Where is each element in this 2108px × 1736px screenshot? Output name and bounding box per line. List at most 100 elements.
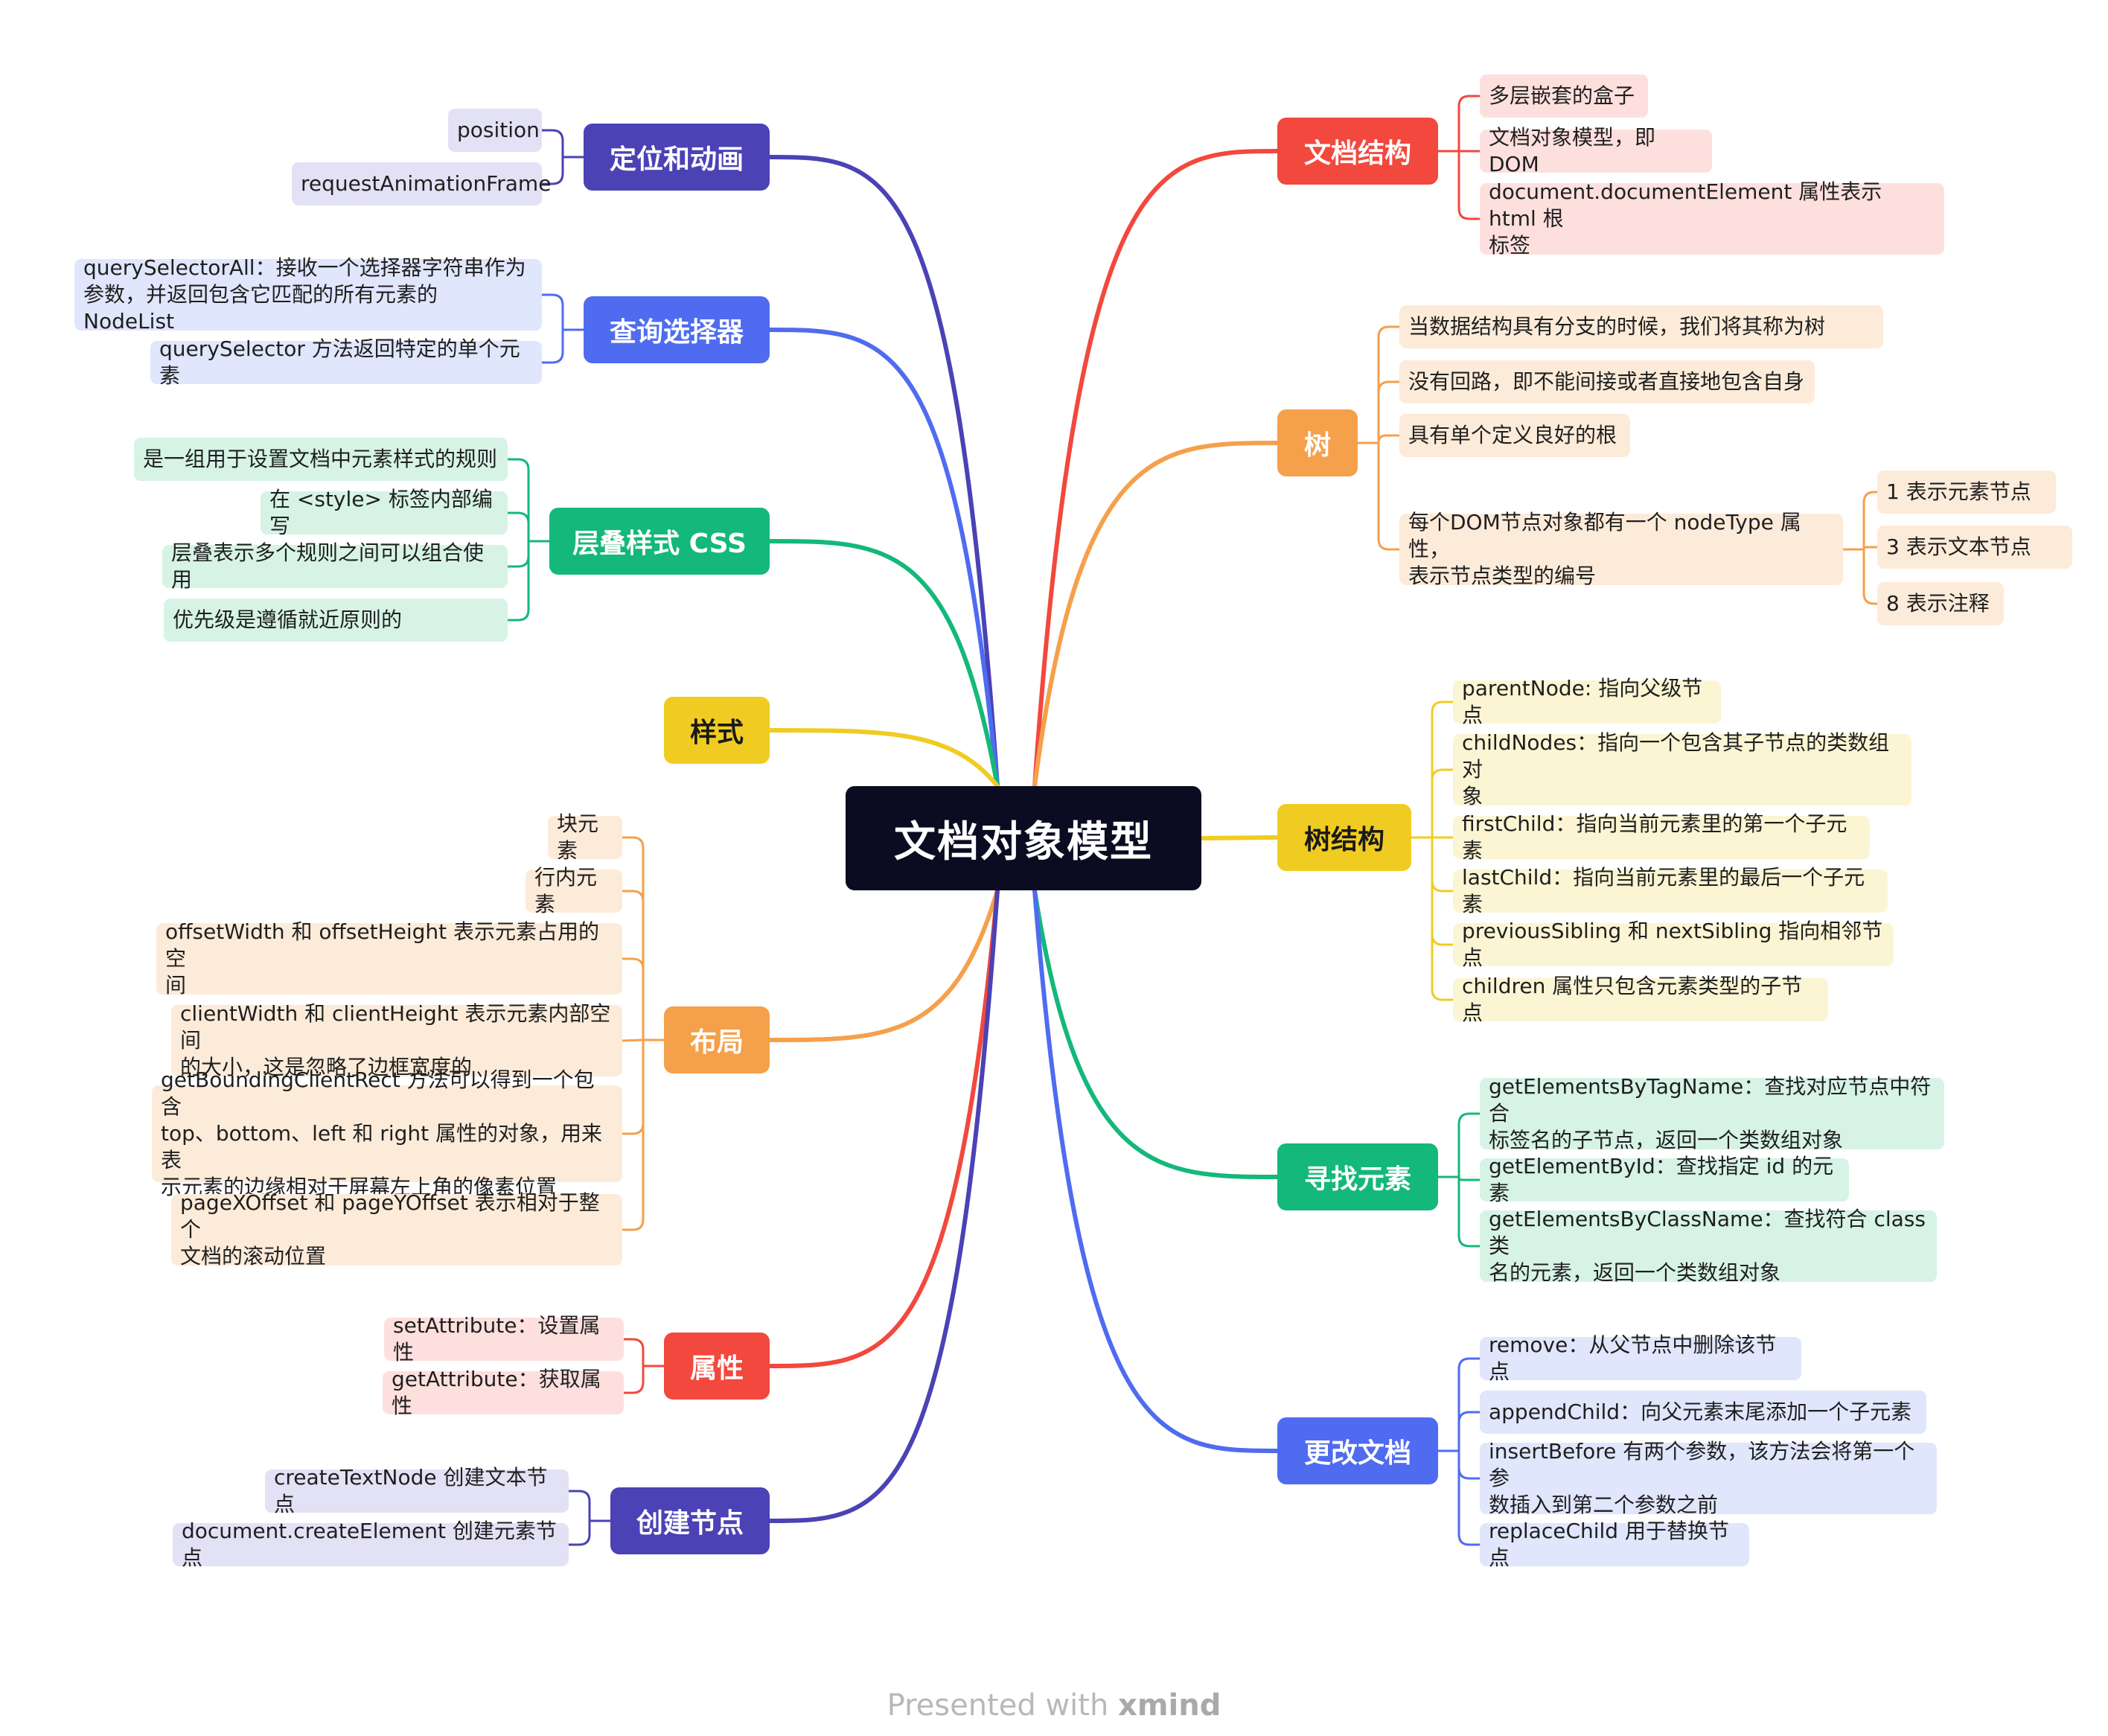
branch-layout[interactable]: 布局 <box>664 1006 770 1073</box>
topic-doc-structure-2-text: document.documentElement 属性表示 html 根 标签 <box>1489 179 1882 258</box>
topic-create-nodes-0-text: createTextNode 创建文本节点 <box>274 1465 548 1516</box>
branch-style[interactable]: 样式 <box>664 697 770 764</box>
topic-attributes-1-text: getAttribute：获取属性 <box>392 1367 601 1418</box>
topic-tree-1-text: 没有回路，即不能间接或者直接地包含自身 <box>1408 369 1805 394</box>
topic-doc-structure-1[interactable]: 文档对象模型，即DOM <box>1480 125 1712 176</box>
topic-css-2-text: 层叠表示多个规则之间可以组合使用 <box>171 540 485 592</box>
topic-css-2[interactable]: 层叠表示多个规则之间可以组合使用 <box>162 540 508 592</box>
branch-modify-doc[interactable]: 更改文档 <box>1277 1417 1438 1484</box>
branch-modify-doc-label: 更改文档 <box>1303 1438 1411 1469</box>
connector-line <box>767 728 1000 788</box>
connector-line <box>1457 1411 1481 1452</box>
connector-line <box>621 957 645 1041</box>
branch-css[interactable]: 层叠样式 CSS <box>549 508 770 575</box>
subtopic-tree-3-2-text: 8 表示注释 <box>1886 591 1990 616</box>
branch-layout-label: 布局 <box>689 1027 744 1058</box>
topic-attributes-1[interactable]: getAttribute：获取属性 <box>383 1367 624 1418</box>
branch-create-nodes[interactable]: 创建节点 <box>610 1487 770 1554</box>
topic-modify-doc-1[interactable]: appendChild：向父元素末尾添加一个子元素 <box>1480 1391 1926 1434</box>
connector-line <box>506 540 530 568</box>
topic-tree-structure-4[interactable]: previousSibling 和 nextSibling 指向相邻节点 <box>1453 919 1894 970</box>
topic-modify-doc-0[interactable]: remove：从父节点中删除该节点 <box>1480 1333 1801 1384</box>
topic-find-elements-1[interactable]: getElementById：查找指定 id 的元素 <box>1480 1154 1849 1205</box>
subtopic-tree-3-0[interactable]: 1 表示元素节点 <box>1877 470 2056 514</box>
topic-position-animation-0[interactable]: position <box>448 109 542 152</box>
topic-position-animation-0-text: position <box>457 118 540 142</box>
connector-line <box>1431 836 1454 1001</box>
topic-attributes-0[interactable]: setAttribute：设置属性 <box>384 1313 624 1365</box>
topic-query-selector-0[interactable]: querySelectorAll：接收一个选择器字符串作为 参数，并返回包含它匹… <box>74 255 542 334</box>
topic-tree-3[interactable]: 每个DOM节点对象都有一个 nodeType 属性， 表示节点类型的编号 <box>1399 510 1843 588</box>
topic-layout-0-text: 块元素 <box>557 811 599 863</box>
topic-modify-doc-2[interactable]: insertBefore 有两个参数，该方法会将第一个参 数插入到第二个参数之前 <box>1480 1439 1937 1517</box>
connector-line <box>621 836 645 1041</box>
branch-find-elements[interactable]: 寻找元素 <box>1277 1143 1438 1210</box>
topic-layout-2[interactable]: offsetWidth 和 offsetHeight 表示元素占用的空 间 <box>156 919 622 998</box>
topic-find-elements-0[interactable]: getElementsByTagName：查找对应节点中符合 标签名的子节点，返… <box>1480 1074 1944 1152</box>
topic-query-selector-1[interactable]: querySelector 方法返回特定的单个元素 <box>150 336 542 388</box>
branch-tree[interactable]: 树 <box>1277 409 1358 476</box>
topic-tree-structure-3[interactable]: lastChild：指向当前元素里的最后一个子元素 <box>1453 865 1888 916</box>
connector-line <box>1457 1175 1481 1248</box>
connector-line <box>767 888 1000 1042</box>
connector-line <box>621 1038 645 1042</box>
topic-tree-structure-0[interactable]: parentNode: 指向父级节点 <box>1453 676 1721 727</box>
topic-tree-structure-1[interactable]: childNodes：指向一个包含其子节点的类数组对 象 <box>1453 730 1911 808</box>
connector-line <box>540 328 564 364</box>
branch-attributes[interactable]: 属性 <box>664 1333 770 1400</box>
topic-doc-structure-0[interactable]: 多层嵌套的盒子 <box>1480 74 1648 118</box>
topic-find-elements-1-text: getElementById：查找指定 id 的元素 <box>1489 1154 1834 1205</box>
connector-line <box>1457 1449 1481 1546</box>
subtopic-tree-3-2[interactable]: 8 表示注释 <box>1877 582 2004 625</box>
topic-tree-structure-2[interactable]: firstChild：指向当前元素里的第一个子元素 <box>1453 811 1870 863</box>
topic-tree-2-text: 具有单个定义良好的根 <box>1408 423 1617 447</box>
branch-doc-structure[interactable]: 文档结构 <box>1277 118 1438 185</box>
topic-tree-0[interactable]: 当数据结构具有分支的时候，我们将其称为树 <box>1399 305 1883 348</box>
topic-layout-2-text: offsetWidth 和 offsetHeight 表示元素占用的空 间 <box>165 919 600 998</box>
subtopic-tree-3-0-text: 1 表示元素节点 <box>1886 479 2031 504</box>
topic-find-elements-2-text: getElementsByClassName：查找符合 class 类 名的元素… <box>1489 1207 1926 1285</box>
topic-doc-structure-0-text: 多层嵌套的盒子 <box>1489 83 1635 108</box>
topic-tree-1[interactable]: 没有回路，即不能间接或者直接地包含自身 <box>1399 360 1815 403</box>
presented-with-credit: Presented with xmind <box>0 1688 2108 1723</box>
topic-css-0[interactable]: 是一组用于设置文档中元素样式的规则 <box>134 438 508 481</box>
topic-create-nodes-1-text: document.createElement 创建元素节点 <box>182 1519 557 1570</box>
subtopic-tree-3-1-text: 3 表示文本节点 <box>1886 534 2031 559</box>
topic-layout-3[interactable]: clientWidth 和 clientHeight 表示元素内部空间 的大小，… <box>171 1001 622 1079</box>
topic-create-nodes-0[interactable]: createTextNode 创建文本节点 <box>265 1465 569 1516</box>
topic-layout-1[interactable]: 行内元素 <box>526 865 622 916</box>
connector-line <box>767 328 1000 788</box>
branch-position-animation[interactable]: 定位和动画 <box>584 124 770 191</box>
branch-find-elements-label: 寻找元素 <box>1303 1164 1411 1195</box>
root-topic[interactable]: 文档对象模型 <box>846 786 1201 890</box>
topic-modify-doc-3[interactable]: replaceChild 用于替换节点 <box>1480 1519 1749 1570</box>
topic-doc-structure-2[interactable]: document.documentElement 属性表示 html 根 标签 <box>1480 179 1944 258</box>
connector-line <box>1377 441 1401 551</box>
topic-css-3[interactable]: 优先级是遵循就近原则的 <box>164 599 508 642</box>
topic-tree-0-text: 当数据结构具有分支的时候，我们将其称为树 <box>1408 314 1826 339</box>
connector-line <box>767 155 1000 788</box>
topic-css-1[interactable]: 在 <style> 标签内部编写 <box>261 487 508 538</box>
topic-layout-0[interactable]: 块元素 <box>548 811 622 863</box>
branch-css-label: 层叠样式 CSS <box>572 529 747 559</box>
topic-tree-structure-0-text: parentNode: 指向父级节点 <box>1462 676 1703 727</box>
branch-query-selector[interactable]: 查询选择器 <box>584 296 770 363</box>
topic-layout-5[interactable]: pageXOffset 和 pageYOffset 表示相对于整个 文档的滚动位… <box>171 1190 622 1269</box>
topic-css-0-text: 是一组用于设置文档中元素样式的规则 <box>143 447 498 471</box>
connector-line <box>1457 1175 1481 1181</box>
topic-tree-2[interactable]: 具有单个定义良好的根 <box>1399 414 1630 457</box>
topic-create-nodes-1[interactable]: document.createElement 创建元素节点 <box>173 1519 569 1570</box>
topic-find-elements-2[interactable]: getElementsByClassName：查找符合 class 类 名的元素… <box>1480 1207 1937 1285</box>
topic-css-1-text: 在 <style> 标签内部编写 <box>269 487 493 538</box>
topic-tree-structure-5[interactable]: children 属性只包含元素类型的子节点 <box>1453 974 1828 1025</box>
root-topic-label: 文档对象模型 <box>894 817 1153 867</box>
branch-tree-structure[interactable]: 树结构 <box>1277 804 1411 871</box>
connector-line <box>1032 888 1280 1179</box>
connector-line <box>1032 149 1280 788</box>
connector-line <box>622 1365 645 1394</box>
subtopic-tree-3-1[interactable]: 3 表示文本节点 <box>1877 526 2072 569</box>
topic-query-selector-0-text: querySelectorAll：接收一个选择器字符串作为 参数，并返回包含它匹… <box>83 255 526 334</box>
branch-doc-structure-label: 文档结构 <box>1303 138 1411 169</box>
topic-position-animation-1[interactable]: requestAnimationFrame <box>292 162 551 205</box>
topic-layout-4[interactable]: getBoundingClientRect 方法可以得到一个包含 top、bot… <box>152 1068 622 1199</box>
